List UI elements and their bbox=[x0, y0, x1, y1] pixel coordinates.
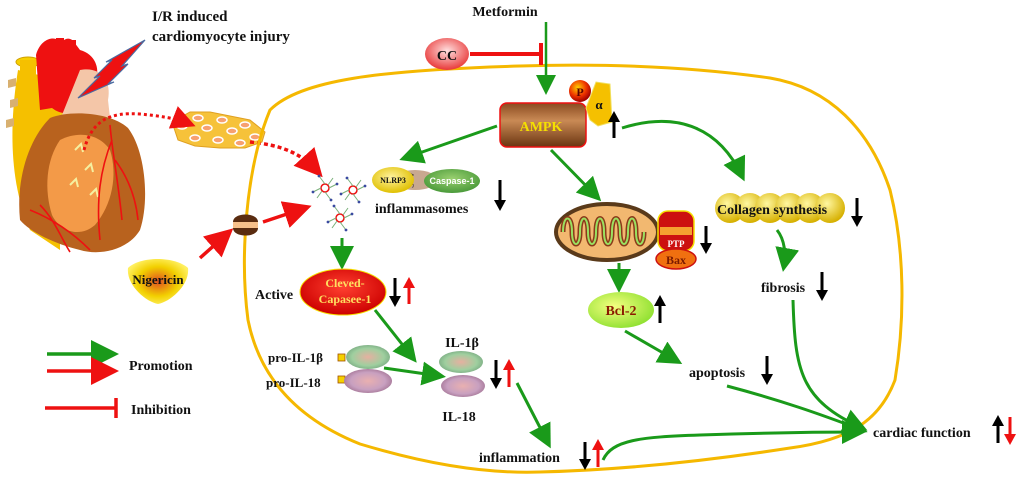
down-arrow-apoptosis bbox=[761, 356, 773, 385]
cardiac-function-label: cardiac function bbox=[873, 426, 971, 441]
pro-il18-label: pro-IL-18 bbox=[266, 375, 321, 390]
down-arrow-cleaved-caspase bbox=[389, 278, 401, 307]
up-arrow-bcl2 bbox=[654, 295, 666, 323]
collagen-chain bbox=[715, 193, 845, 223]
arrow-ampk-to-collagen bbox=[621, 119, 746, 182]
ampk-label: AMPK bbox=[520, 120, 563, 135]
down-arrow-collagen bbox=[851, 198, 863, 227]
mitochondria-icon bbox=[554, 202, 660, 262]
down-arrow-il bbox=[490, 360, 502, 389]
apoptosis-label: apoptosis bbox=[689, 366, 746, 381]
cc-label: CC bbox=[437, 49, 457, 64]
down-arrow-red-cardiac-function bbox=[1004, 417, 1016, 445]
phosphate-label: P bbox=[576, 85, 583, 99]
pro-il1b-label: pro-IL-1β bbox=[268, 350, 323, 365]
bcl2-label: Bcl-2 bbox=[605, 304, 636, 319]
up-arrow-red-inflammation bbox=[592, 439, 604, 467]
arrow-channel-to-inflammasome bbox=[262, 201, 312, 228]
nigericin-label: Nigericin bbox=[132, 272, 184, 287]
down-arrow-ptp-bax bbox=[700, 226, 712, 254]
cc-node bbox=[425, 38, 469, 70]
il18-node bbox=[441, 375, 485, 397]
caspase1-label: Caspase-1 bbox=[429, 176, 474, 186]
arrow-cleaved-caspase-to-il bbox=[373, 309, 417, 363]
active-label: Active bbox=[255, 288, 293, 303]
up-arrow-red-cleaved-caspase bbox=[403, 277, 415, 304]
il1b-node bbox=[439, 351, 483, 373]
caspase1-node bbox=[424, 169, 480, 193]
nigericin-node bbox=[127, 259, 189, 304]
arrow-collagen-to-fibrosis bbox=[775, 229, 800, 272]
pro-domain-il1b bbox=[337, 353, 346, 362]
pro-domain-il18 bbox=[337, 375, 346, 384]
cleaved-caspase-label-line2: Capasee-1 bbox=[319, 292, 372, 306]
phosphate-node bbox=[569, 80, 591, 102]
pro-il18-node bbox=[344, 369, 392, 393]
arrow-nigericin-to-channel bbox=[198, 228, 234, 260]
lightning-bolt-icon bbox=[77, 39, 146, 99]
arrow-pro-il-to-il bbox=[383, 361, 446, 386]
bcl2-node bbox=[588, 292, 654, 328]
legend: Promotion Inhibition bbox=[45, 340, 193, 418]
down-arrow-inflammasomes bbox=[494, 180, 506, 211]
ampk-node bbox=[499, 102, 587, 148]
arrow-inflammation-to-cardiac bbox=[601, 420, 866, 461]
ptp-label: PTP bbox=[668, 239, 686, 249]
ion-channel-icon bbox=[233, 214, 258, 236]
injury-label-line2: cardiomyocyte injury bbox=[152, 29, 290, 45]
bax-node bbox=[655, 248, 697, 270]
inflammasome-complexes bbox=[311, 174, 367, 232]
inflammation-label: inflammation bbox=[479, 451, 560, 466]
up-arrow-red-il bbox=[503, 359, 515, 387]
arrow-il-to-inflammation bbox=[515, 382, 551, 449]
dotted-arrow-heart-to-cells bbox=[82, 106, 196, 151]
cleaved-caspase-node bbox=[299, 268, 387, 316]
alpha-label: α bbox=[595, 97, 603, 112]
nlrp3-node bbox=[372, 167, 414, 193]
fibrosis-label: fibrosis bbox=[761, 281, 806, 296]
down-arrow-fibrosis bbox=[816, 272, 828, 301]
legend-promotion-label: Promotion bbox=[129, 359, 193, 374]
il1b-label: IL-1β bbox=[445, 336, 479, 351]
arrow-bcl2-to-apoptosis bbox=[624, 329, 683, 364]
heart-illustration bbox=[6, 38, 146, 253]
arrow-ampk-to-nlrp3 bbox=[399, 124, 498, 164]
pro-il1b-node bbox=[346, 345, 390, 369]
dotted-arrow-cells-to-inflammasome bbox=[249, 140, 323, 178]
collagen-label: Collagen synthesis bbox=[717, 203, 828, 218]
down-arrow-inflammation bbox=[579, 442, 591, 470]
inflammasomes-label: inflammasomes bbox=[375, 202, 469, 217]
metformin-label: Metformin bbox=[472, 5, 538, 20]
nlrp3-label: NLRP3 bbox=[380, 176, 406, 185]
il18-label: IL-18 bbox=[442, 410, 475, 425]
arrow-ampk-to-mitochondria bbox=[549, 148, 602, 202]
up-arrow-cardiac-function bbox=[992, 415, 1004, 443]
cleaved-caspase-label-line1: Cleved- bbox=[325, 276, 364, 290]
injury-label-line1: I/R induced bbox=[152, 9, 228, 25]
arrow-apoptosis-to-cardiac bbox=[726, 384, 868, 435]
bax-label: Bax bbox=[666, 253, 686, 267]
legend-inhibition-label: Inhibition bbox=[131, 403, 191, 418]
